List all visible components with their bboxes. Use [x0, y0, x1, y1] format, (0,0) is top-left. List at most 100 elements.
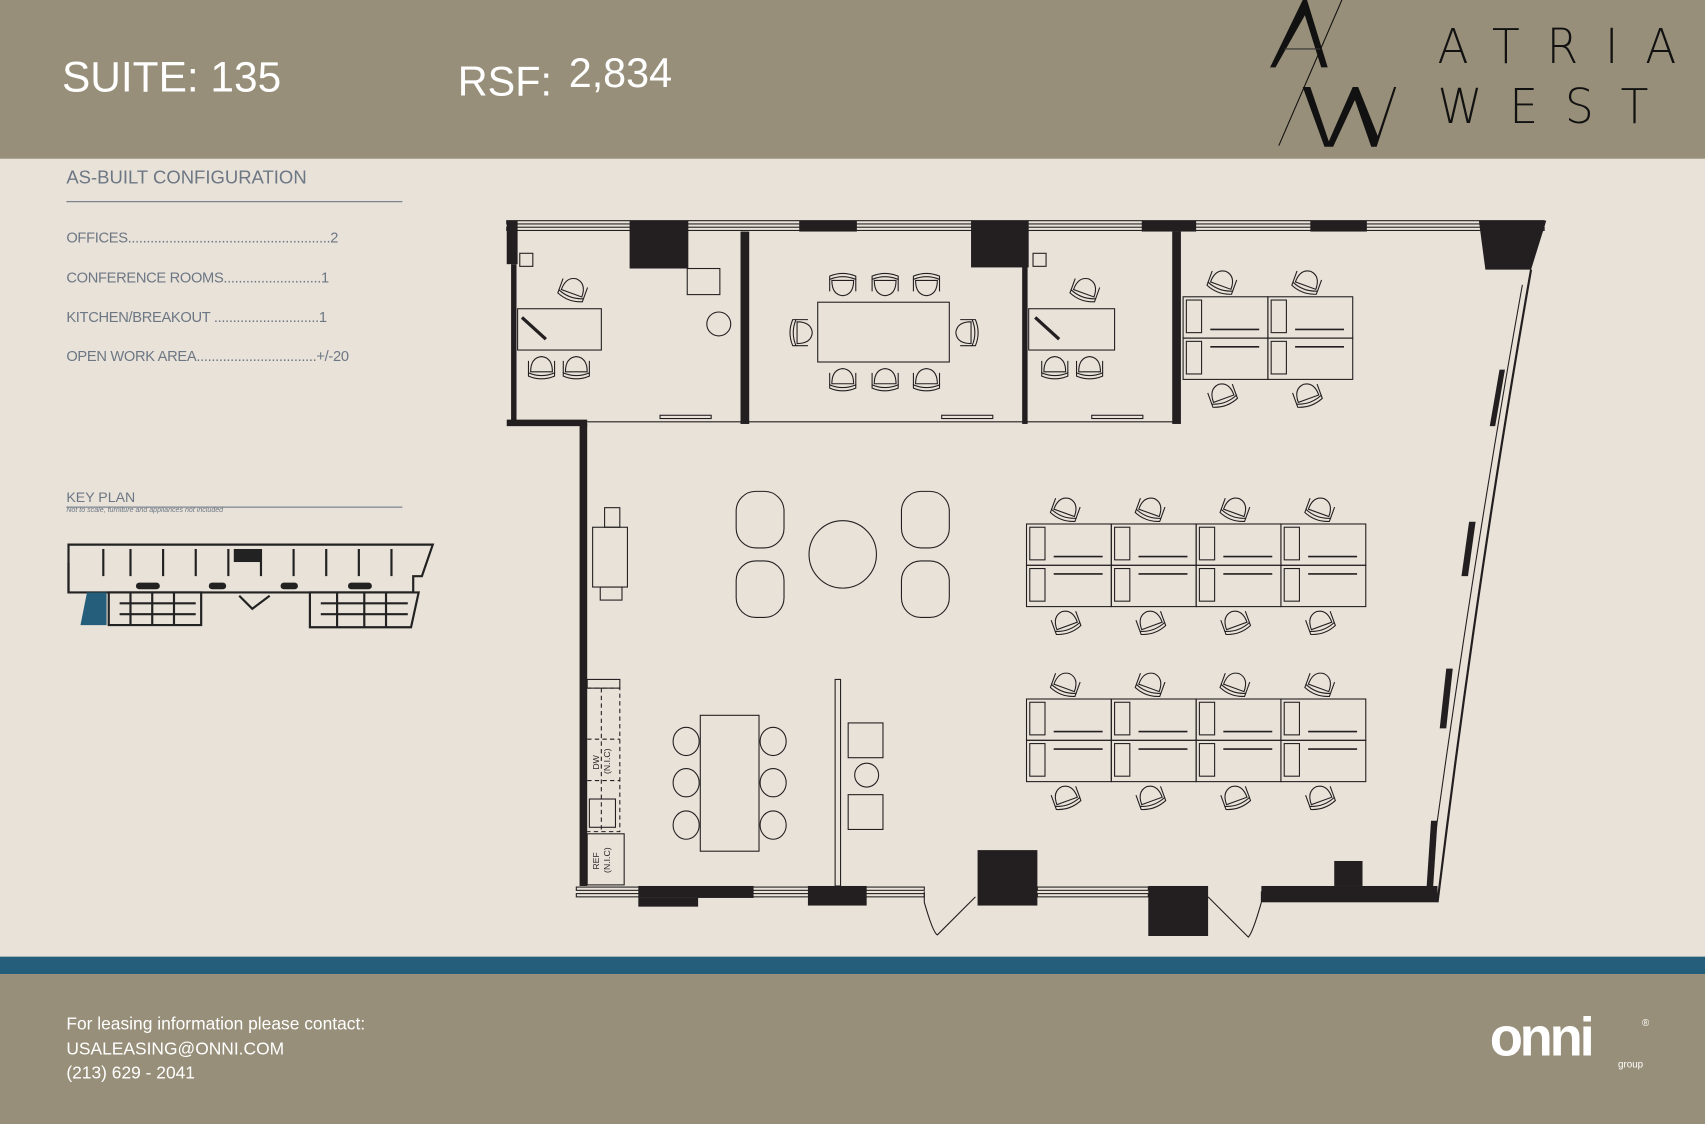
chair-icon — [789, 319, 813, 347]
contact-intro: For leasing information please contact: — [66, 1015, 366, 1034]
lounge-chair — [900, 560, 950, 619]
brand-line-2: WEST — [1437, 79, 1676, 135]
workstation — [1195, 739, 1282, 783]
chair-icon — [871, 272, 899, 297]
sink-icon — [588, 798, 617, 828]
cabinet — [1032, 252, 1047, 267]
config-item-offices: OFFICES.................................… — [66, 229, 339, 246]
pedestal — [1029, 526, 1046, 561]
chair-icon — [557, 277, 589, 303]
stool — [759, 768, 787, 798]
lounge-chair — [847, 722, 884, 759]
pedestal — [1270, 299, 1287, 334]
chair-icon — [1219, 497, 1251, 522]
chair-icon — [955, 319, 979, 347]
rsf-label: RSF: — [457, 59, 552, 106]
workstation — [1110, 564, 1197, 608]
chair-icon — [1049, 497, 1081, 522]
suite-label: SUITE: 135 — [61, 54, 282, 102]
side-table — [706, 311, 732, 337]
chair-icon — [1134, 672, 1166, 697]
onni-logo: onni — [1489, 1006, 1595, 1068]
config-title: AS-BUILT CONFIGURATION — [66, 167, 307, 189]
ref-label: REF — [591, 852, 601, 869]
sofa — [592, 526, 628, 588]
stool — [672, 726, 700, 757]
chair-icon — [1069, 277, 1101, 303]
chair-icon — [1304, 672, 1336, 697]
workstation — [1110, 739, 1197, 783]
chair-icon — [1304, 497, 1336, 522]
chair-icon — [1305, 610, 1336, 636]
key-plan-note: Not to scale, furniture and appliances n… — [66, 506, 224, 515]
aw-monogram-logo — [1270, 0, 1397, 147]
config-item-kitchen: KITCHEN/BREAKOUT .......................… — [66, 308, 327, 326]
workstation — [1110, 698, 1197, 741]
chair-icon — [1206, 270, 1238, 295]
chair-icon — [829, 272, 857, 297]
stool — [759, 726, 787, 757]
key-plan-title: KEY PLAN — [66, 489, 136, 506]
chair-icon — [1135, 785, 1167, 811]
conference-table — [817, 301, 950, 363]
workstation — [1025, 564, 1112, 608]
pedestal — [1029, 568, 1046, 602]
pedestal — [1029, 743, 1046, 777]
config-rule — [66, 201, 403, 203]
workstation — [1182, 337, 1269, 380]
stool — [759, 810, 787, 840]
cabinet — [519, 252, 534, 267]
workstation — [1280, 739, 1367, 783]
round-table — [808, 520, 877, 589]
pedestal — [1185, 340, 1203, 375]
chair-icon — [1305, 785, 1336, 811]
side-table — [599, 586, 623, 601]
pedestal — [1114, 526, 1131, 561]
pedestal — [1114, 743, 1131, 777]
desk — [517, 308, 602, 351]
key-plan-rule — [66, 506, 403, 508]
pedestal — [1198, 568, 1216, 602]
workstation — [1267, 296, 1354, 339]
key-plan-map — [67, 543, 435, 629]
lounge-chair — [735, 490, 785, 549]
pedestal — [1114, 701, 1131, 736]
computer-icon — [1034, 316, 1061, 341]
chair-icon — [1220, 785, 1252, 811]
plan-walls — [506, 220, 1547, 938]
chair-icon — [1292, 383, 1323, 408]
contact-phone[interactable]: (213) 629 - 2041 — [66, 1064, 195, 1083]
chair-icon — [1049, 672, 1081, 697]
footer-bar — [0, 974, 1705, 1124]
stool — [672, 810, 700, 840]
stool — [672, 768, 700, 798]
desk — [1028, 308, 1116, 351]
pedestal — [1198, 701, 1216, 736]
workstation — [1195, 564, 1282, 608]
workstation — [1110, 523, 1197, 566]
header-bar — [0, 0, 1705, 159]
chair-icon — [829, 367, 857, 392]
workstation — [1267, 337, 1354, 380]
rsf-value: 2,834 — [568, 51, 673, 97]
kitchen-table — [699, 714, 760, 852]
pedestal — [1198, 526, 1216, 561]
chair-icon — [1220, 610, 1252, 636]
chair-icon — [527, 356, 556, 380]
workstation — [1025, 698, 1112, 741]
dw-label: DW — [591, 754, 601, 769]
chair-icon — [1219, 672, 1251, 697]
pedestal — [1114, 568, 1131, 602]
lounge-chair — [847, 794, 884, 831]
pedestal — [1198, 743, 1216, 777]
chair-icon — [912, 367, 941, 392]
workstation — [1195, 523, 1282, 566]
side-table — [854, 762, 880, 788]
contact-email[interactable]: USALEASING@ONNI.COM — [66, 1040, 285, 1059]
accent-band — [0, 956, 1705, 975]
registered-icon: ® — [1641, 1017, 1650, 1029]
workstation — [1025, 523, 1112, 566]
chair-icon — [1075, 356, 1104, 380]
